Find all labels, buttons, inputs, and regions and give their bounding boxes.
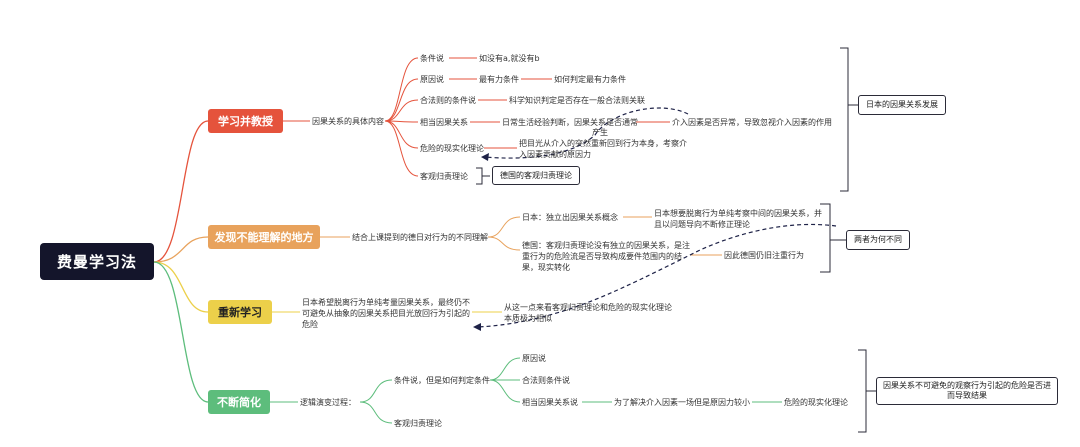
b2-summary-box[interactable]: 两者为何不同	[846, 230, 910, 250]
connector-root-b1	[153, 120, 209, 263]
branch-not-understood[interactable]: 发现不能理解的地方	[208, 225, 320, 249]
b3-detail: 从这一点来看客观归责理论和危险的现实化理论本质极为相似	[504, 303, 672, 323]
b2-child: 结合上课提到的德日对行为的不同理解	[352, 233, 488, 242]
dashed-arrow-b1	[484, 107, 689, 159]
arrowhead-b2	[473, 323, 481, 331]
connector-root-b2	[153, 236, 209, 263]
b1-item-label: 客观归责理论	[420, 172, 468, 181]
b1-item-label: 合法则的条件说	[420, 96, 476, 105]
b1-child: 因果关系的具体内容	[312, 117, 384, 126]
b1-item-detail-cont: 产生	[592, 128, 608, 137]
b1-connectors	[283, 57, 670, 177]
b1-item-detail: 科学知识判定是否存在一般合法则关联	[509, 96, 645, 105]
b1-item-label: 原因说	[420, 75, 444, 84]
b1-summary-box[interactable]: 日本的因果关系发展	[858, 95, 946, 115]
b4-c2: 客观归责理论	[394, 419, 442, 428]
b4-c1: 条件说，但是如何判定条件	[394, 376, 490, 385]
b1-brackets	[476, 47, 858, 192]
b4-sub: 原因说	[522, 354, 546, 363]
b2-connectors	[320, 216, 722, 256]
b1-item-detail: 最有力条件	[479, 75, 519, 84]
b3-child: 日本希望脱离行为单纯考量因果关系，最终仍不可避免从抽象的因果关系把目光放回行为引…	[302, 298, 470, 329]
b4-bracket	[858, 349, 876, 433]
b2-bracket	[820, 203, 846, 273]
b4-summary-box[interactable]: 因果关系不可避免的观察行为引起的危险是否进而导致结果	[876, 377, 1058, 405]
b1-item-label: 相当因果关系	[420, 118, 468, 127]
dashed-arrow-b2	[477, 223, 837, 328]
b1-item-detail: 把目光从介入的突然重新回到行为本身，考察介入因素贡献的原因力	[519, 139, 687, 159]
b1-item-detail: 日常生活经验判断，因果关系是否通常	[502, 118, 638, 127]
b1-item-label: 危险的现实化理论	[420, 144, 484, 153]
b4-sub: 合法则条件说	[522, 376, 570, 385]
connector-root-b3	[153, 261, 209, 313]
b1-item-label: 条件说	[420, 54, 444, 63]
b4-sub: 相当因果关系说	[522, 398, 578, 407]
branch-simplify[interactable]: 不断简化	[208, 390, 270, 414]
b2-japan-detail: 日本想要脱离行为单纯考察中间的因果关系，并且以问题导向不断修正理论	[654, 209, 822, 229]
b4-child: 逻辑演变过程：	[300, 398, 356, 407]
root-node[interactable]: 费曼学习法	[40, 243, 154, 280]
arrowhead-b1	[481, 153, 489, 161]
b2-germany: 德国：客观归责理论没有独立的因果关系，是注重行为的危险流是否导致构成要件范围内的…	[522, 241, 690, 272]
b1-item-extra: 介入因素是否异常，导致忽视介入因素的作用	[672, 118, 832, 127]
b1-item-detail-box[interactable]: 德国的客观归责理论	[492, 166, 580, 185]
b4-s3-result: 危险的现实化理论	[784, 398, 848, 407]
b2-germany-detail: 因此德国仍旧注重行为	[724, 251, 804, 260]
b4-connectors	[270, 357, 782, 424]
branch-learn-teach[interactable]: 学习并教授	[208, 109, 283, 133]
connector-root-b4	[153, 261, 209, 403]
b1-item-detail: 如没有a,就没有b	[479, 54, 540, 63]
b2-japan: 日本：独立出因果关系概念	[522, 213, 618, 222]
b4-s3-detail: 为了解决介入因素一场但是原因力较小	[614, 398, 750, 407]
b1-item-detail2: 如何判定最有力条件	[554, 75, 626, 84]
branch-relearn[interactable]: 重新学习	[208, 300, 272, 324]
